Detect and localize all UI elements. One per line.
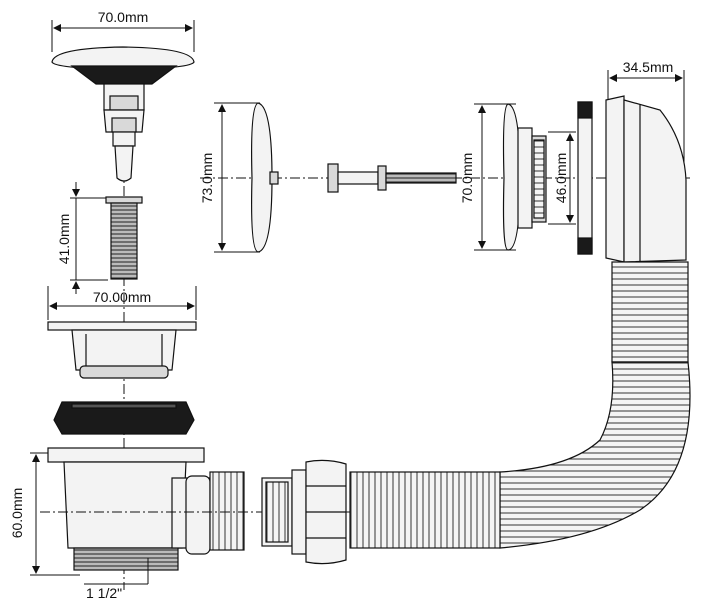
strainer-width-label: 70.00mm: [93, 289, 151, 305]
overflow-plate-dimension: 73.0mm: [199, 102, 260, 253]
thread-size-callout: 1 1/2": [84, 558, 149, 601]
strainer-body: [47, 321, 197, 379]
trap-height-label: 60.0mm: [9, 488, 25, 539]
overflow-inner-dimension: 46.0mm: [548, 131, 576, 225]
overflow-plate-height-label: 73.0mm: [199, 153, 215, 204]
flexible-hose: [349, 261, 691, 549]
hose-connector: [261, 459, 347, 565]
overflow-gasket: [577, 101, 593, 255]
overflow-housing: [605, 95, 687, 263]
top-cap-dimension: 70.0mm: [51, 9, 195, 52]
overflow-depth-label: 34.5mm: [623, 59, 674, 75]
trap-height-dimension: 60.0mm: [9, 452, 80, 576]
top-cap-width-label: 70.0mm: [98, 9, 149, 25]
overflow-body-height-label: 70.0mm: [459, 153, 475, 204]
overflow-depth-dimension: 34.5mm: [607, 59, 685, 170]
strainer-dimension: 70.00mm: [47, 286, 197, 320]
rubber-washer: [53, 401, 195, 435]
threaded-bolt: [105, 196, 143, 280]
overflow-screw: [327, 163, 457, 193]
overflow-body: [502, 103, 547, 251]
popup-cap: [51, 46, 195, 182]
overflow-cover-plate: [251, 102, 279, 253]
trap-body: [47, 447, 245, 571]
bolt-length-label: 41.0mm: [56, 214, 72, 265]
overflow-inner-height-label: 46.0mm: [553, 153, 569, 204]
bolt-dimension: 41.0mm: [56, 182, 108, 294]
thread-size-label: 1 1/2": [86, 585, 122, 601]
overflow-body-dimension: 70.0mm: [459, 103, 516, 251]
